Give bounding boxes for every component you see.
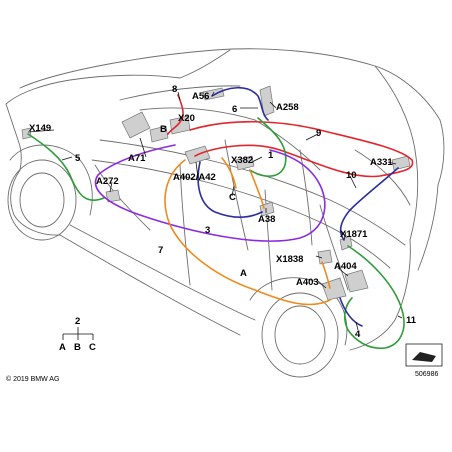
component-shapes [21, 85, 411, 301]
wire-3-blue [197, 161, 263, 219]
wire-harnesses [27, 86, 414, 350]
wire-9-red [189, 120, 414, 178]
wire-number-8: 8 [172, 84, 177, 95]
component-x1838 [317, 249, 333, 265]
component-x382 [235, 155, 255, 171]
wire-x1838-orange [321, 261, 331, 289]
wire-number-3: 3 [205, 225, 210, 236]
wire-number-6: 6 [232, 104, 237, 115]
wire-number-10: 10 [346, 170, 357, 181]
label-x382: X382 [231, 155, 253, 166]
component-labels: X149 A272 A71 A56 X20 B A258 A402/A42 X3… [29, 91, 393, 288]
label-a402-a42: A402/A42 [173, 172, 216, 183]
leader-lines [27, 91, 403, 331]
component-a71 [121, 111, 151, 139]
label-x1838: X1838 [276, 254, 303, 265]
component-a331 [391, 155, 411, 171]
component-a258 [259, 85, 275, 117]
view-indicator-icon [412, 352, 436, 362]
label-a331: A331 [370, 157, 393, 168]
label-x20: X20 [178, 113, 195, 124]
legend-child-b: B [74, 342, 81, 353]
wire-6-blue [211, 86, 269, 121]
wire-11-green [343, 245, 405, 350]
wire-number-5: 5 [75, 153, 81, 164]
legend-root-label: 2 [75, 316, 80, 327]
legend-child-c: C [89, 342, 96, 353]
wire-number-labels: 1 3 4 5 6 7 8 9 10 11 [75, 84, 417, 340]
label-c: C [229, 192, 236, 203]
car-body-outline [5, 48, 445, 378]
wire-number-7: 7 [158, 245, 163, 256]
wire-number-11: 11 [406, 315, 417, 326]
wire-a-orange [164, 159, 331, 306]
label-a38: A38 [258, 214, 275, 225]
wire-1-green [249, 117, 287, 177]
wire-number-4: 4 [355, 329, 361, 340]
wire-8-red [167, 94, 184, 135]
label-a403: A403 [296, 277, 319, 288]
wire-7-purple [95, 144, 326, 242]
component-a403 [321, 277, 347, 301]
component-a404 [344, 269, 369, 293]
label-x149: X149 [29, 123, 51, 134]
wire-number-9: 9 [316, 128, 321, 139]
legend-tree: 2 A B C [59, 316, 96, 353]
wire-5-green [27, 133, 105, 201]
figure-id: 506986 [415, 371, 438, 378]
label-x1871: X1871 [340, 229, 368, 240]
component-x149 [21, 127, 32, 140]
component-a56 [202, 87, 225, 101]
label-a404: A404 [334, 261, 357, 272]
legend-child-a: A [59, 342, 66, 353]
label-a272: A272 [96, 176, 119, 187]
wire-number-1: 1 [268, 150, 274, 161]
label-a: A [240, 268, 247, 279]
label-a258: A258 [276, 102, 299, 113]
component-b [149, 125, 169, 143]
label-b: B [160, 124, 167, 135]
figure-id-box: 506986 [405, 343, 443, 378]
copyright-text: © 2019 BMW AG [6, 375, 59, 383]
label-a71: A71 [128, 153, 146, 164]
wire-a-orange-2 [249, 169, 265, 209]
wire-10-blue [339, 167, 399, 241]
label-a56: A56 [192, 91, 209, 102]
wire-4-blue [339, 297, 363, 327]
wire-c-orange [221, 157, 237, 189]
